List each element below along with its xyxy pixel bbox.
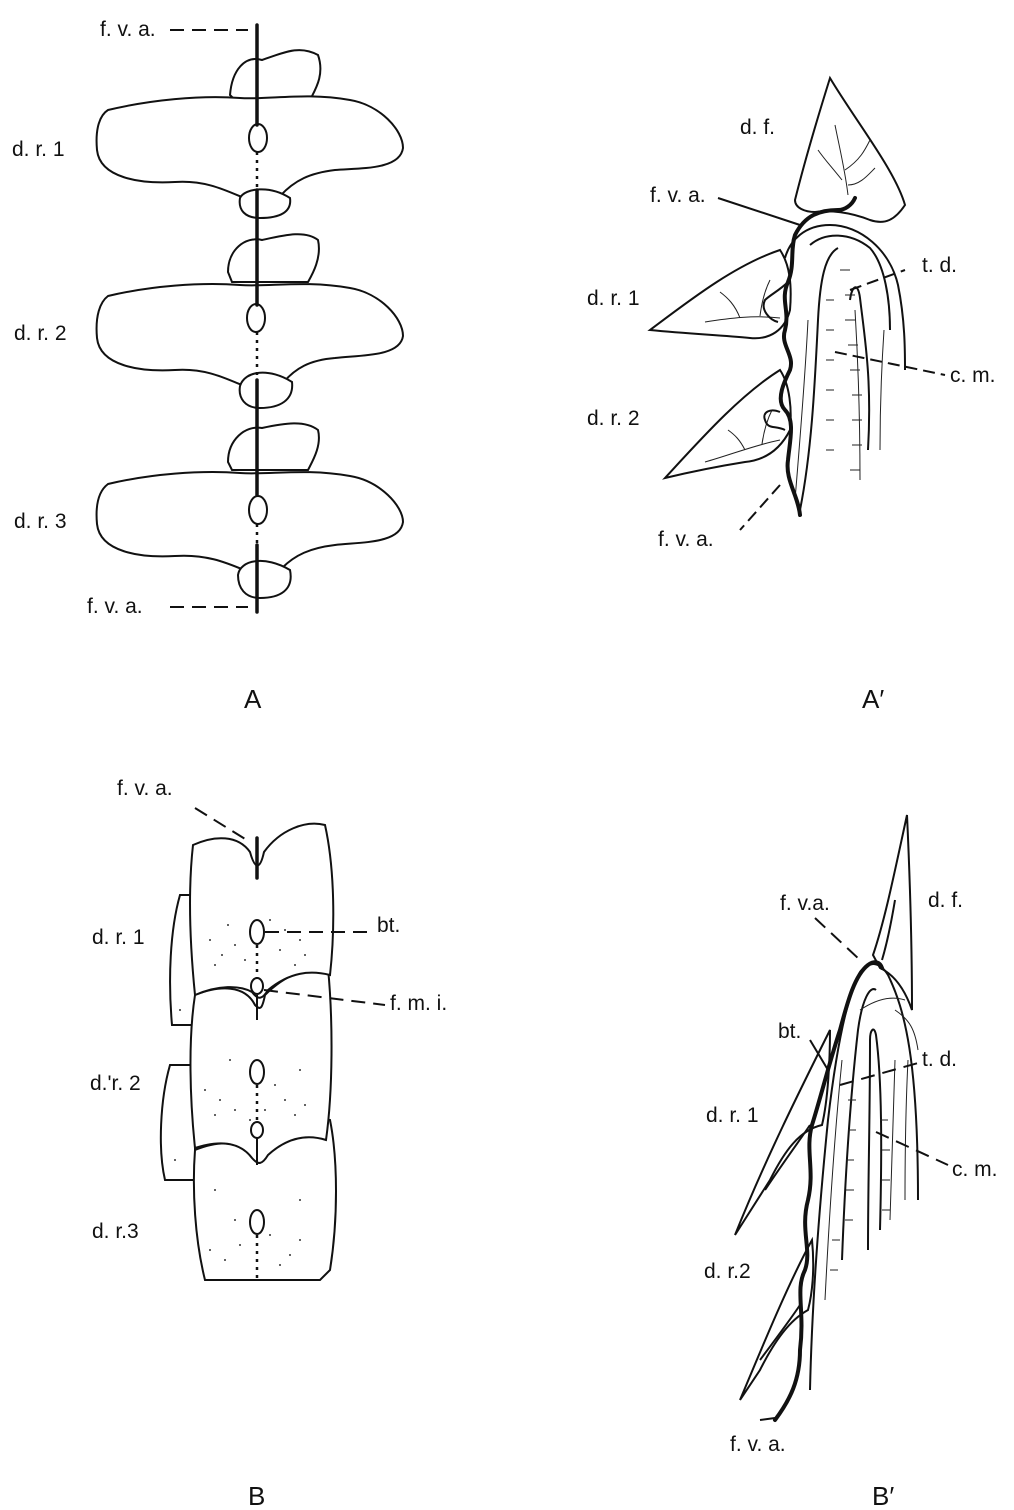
panel-b-ray-1: [190, 824, 333, 998]
panel-b-prime-title: B′: [872, 1481, 894, 1510]
panel-b-prime-label-dr1: d. r. 1: [706, 1104, 759, 1127]
panel-b-prime-ray-1: [735, 1030, 830, 1235]
panel-b-label-dr2: d.'r. 2: [90, 1072, 141, 1095]
panel-a-label-fva-bottom: f. v. a.: [87, 595, 143, 618]
panel-a-ray-1: [97, 50, 403, 218]
panel-a-ray-2: [97, 234, 403, 408]
panel-a-prime-ray-1: [650, 250, 791, 338]
panel-a-prime: d. f. f. v. a. t. d. d. r. 1 c. m. d. r.…: [587, 78, 996, 714]
panel-b-label-dr1: d. r. 1: [92, 926, 145, 949]
panel-a-label-dr1: d. r. 1: [12, 138, 65, 161]
panel-b-prime-label-dr2: d. r.2: [704, 1260, 751, 1283]
panel-b-label-fva: f. v. a.: [117, 777, 173, 800]
panel-a-prime-dorsal-fin: [795, 78, 905, 222]
panel-a-prime-label-td: t. d.: [922, 254, 957, 277]
panel-a-prime-title: A′: [862, 684, 884, 714]
panel-b-prime: f. v.a. d. f. bt. t. d. d. r. 1 c. m. d.…: [704, 815, 998, 1510]
panel-b-title: B: [248, 1481, 265, 1510]
panel-a-label-fva-top: f. v. a.: [100, 18, 156, 41]
panel-a-title: A: [244, 684, 262, 714]
panel-b-label-fmi: f. m. i.: [390, 992, 447, 1015]
panel-a-prime-label-fva-top: f. v. a.: [650, 184, 706, 207]
panel-b-prime-label-td: t. d.: [922, 1048, 957, 1071]
panel-a-prime-ray-2: [665, 370, 791, 478]
panel-a-label-dr2: d. r. 2: [14, 322, 67, 345]
panel-b-prime-label-bt: bt.: [778, 1020, 801, 1043]
panel-b-label-dr3: d. r.3: [92, 1220, 139, 1243]
panel-b-prime-label-fva-top: f. v.a.: [780, 892, 830, 915]
panel-a-prime-label-df: d. f.: [740, 116, 775, 139]
panel-b: f. v. a. d. r. 1 bt. f. m. i. d.'r. 2 d.…: [90, 777, 447, 1510]
panel-a-ray-3: [97, 423, 403, 598]
panel-b-label-bt: bt.: [377, 914, 400, 937]
panel-b-prime-label-cm: c. m.: [952, 1158, 998, 1181]
panel-a-prime-label-dr1: d. r. 1: [587, 287, 640, 310]
panel-a: f. v. a. d. r. 1 d. r. 2 d. r. 3 f. v. a…: [12, 18, 403, 714]
panel-b-prime-label-fva-bottom: f. v. a.: [730, 1433, 786, 1456]
panel-a-prime-label-fva-bottom: f. v. a.: [658, 528, 714, 551]
panel-a-prime-label-dr2: d. r. 2: [587, 407, 640, 430]
panel-b-prime-label-df: d. f.: [928, 889, 963, 912]
panel-a-label-dr3: d. r. 3: [14, 510, 67, 533]
panel-a-prime-label-cm: c. m.: [950, 364, 996, 387]
